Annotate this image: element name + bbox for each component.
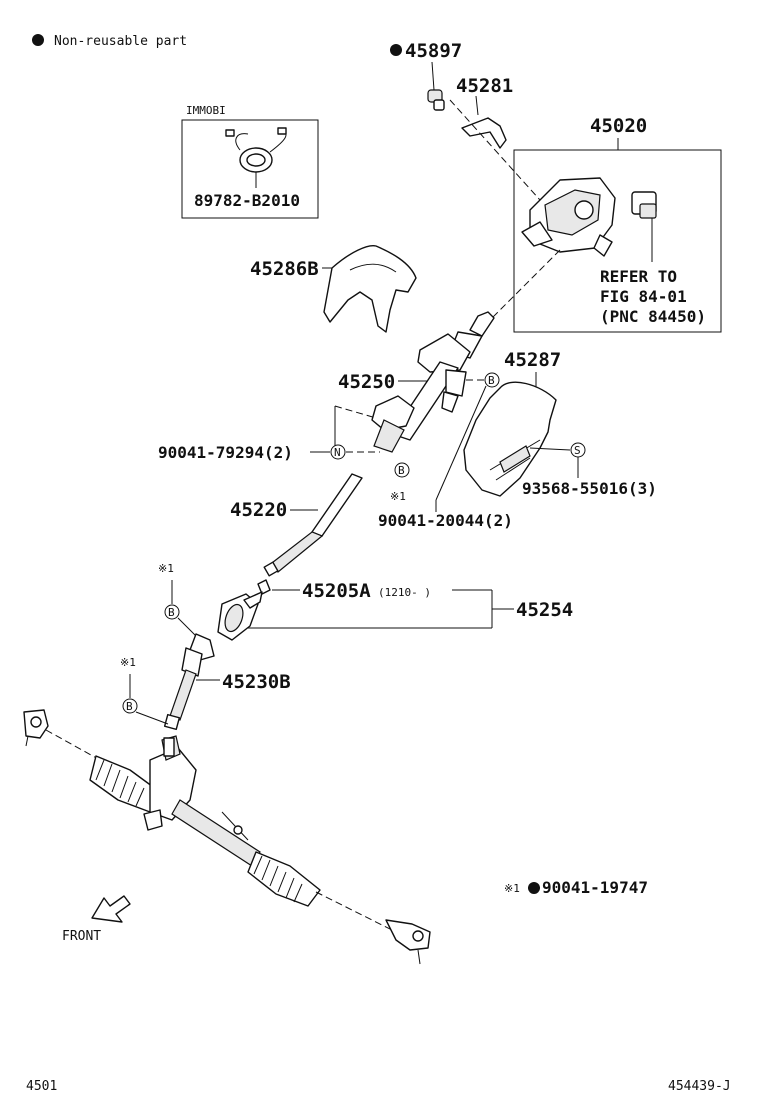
bolt-45897 — [427, 89, 445, 111]
front-arrow-icon — [91, 895, 131, 923]
clip-45205a — [257, 579, 271, 595]
box-immobi — [181, 119, 319, 219]
label-93568-55016: 93568-55016(3) — [522, 479, 657, 498]
non-reusable-dot-icon — [390, 44, 402, 56]
asterisk-marker-2: ※1 — [158, 562, 174, 575]
label-45286b: 45286B — [250, 258, 319, 280]
asterisk-marker-1: ※1 — [390, 490, 406, 503]
footer-right: 454439-J — [668, 1079, 731, 1094]
lower-cover-45287 — [463, 381, 557, 497]
column-hole-cover-45254 — [217, 591, 263, 641]
label-45254: 45254 — [516, 599, 573, 621]
immobi-label: IMMOBI — [186, 104, 226, 117]
intermediate-shaft-45220 — [263, 473, 363, 577]
marker-b-lower: B — [398, 464, 405, 477]
refer-line-2: FIG 84-01 — [600, 287, 687, 306]
label-45205a-note: (1210- ) — [378, 586, 431, 599]
label-45287: 45287 — [504, 349, 561, 371]
label-90041-20044: 90041-20044(2) — [378, 511, 513, 530]
refer-line-3: (PNC 84450) — [600, 307, 706, 326]
front-label: FRONT — [62, 929, 101, 944]
non-reusable-dot-icon — [32, 34, 44, 46]
label-45020: 45020 — [590, 115, 647, 137]
bracket-45281 — [461, 117, 507, 149]
box-45020 — [513, 149, 722, 333]
sliding-yoke-45230b — [163, 633, 215, 731]
asterisk-marker-4: ※1 — [504, 882, 520, 895]
marker-n: N — [334, 446, 341, 459]
legend-text: Non-reusable part — [54, 34, 187, 49]
marker-s: S — [574, 444, 581, 457]
label-45250: 45250 — [338, 371, 395, 393]
marker-b-shaft-upper: B — [168, 606, 175, 619]
steering-column-45250 — [371, 311, 495, 453]
label-45281: 45281 — [456, 75, 513, 97]
marker-b-shaft-lower: B — [126, 700, 133, 713]
immobilizer-coil — [225, 127, 287, 173]
asterisk-marker-3: ※1 — [120, 656, 136, 669]
label-45205a: 45205A — [302, 580, 371, 602]
label-89782-b2010: 89782-B2010 — [194, 191, 300, 210]
label-90041-19747: 90041-19747 — [542, 878, 648, 897]
label-45897: 45897 — [405, 40, 462, 62]
footer-left: 4501 — [26, 1079, 57, 1094]
switch-part — [631, 191, 657, 219]
marker-b-upper: B — [488, 374, 495, 387]
label-45220: 45220 — [230, 499, 287, 521]
label-90041-79294: 90041-79294(2) — [158, 443, 293, 462]
refer-line-1: REFER TO — [600, 267, 677, 286]
non-reusable-dot-icon — [528, 882, 540, 894]
upper-cover-45286b — [323, 245, 417, 333]
label-45230b: 45230B — [222, 671, 291, 693]
steering-rack-assembly — [23, 709, 431, 965]
lock-housing-45020 — [521, 177, 616, 257]
